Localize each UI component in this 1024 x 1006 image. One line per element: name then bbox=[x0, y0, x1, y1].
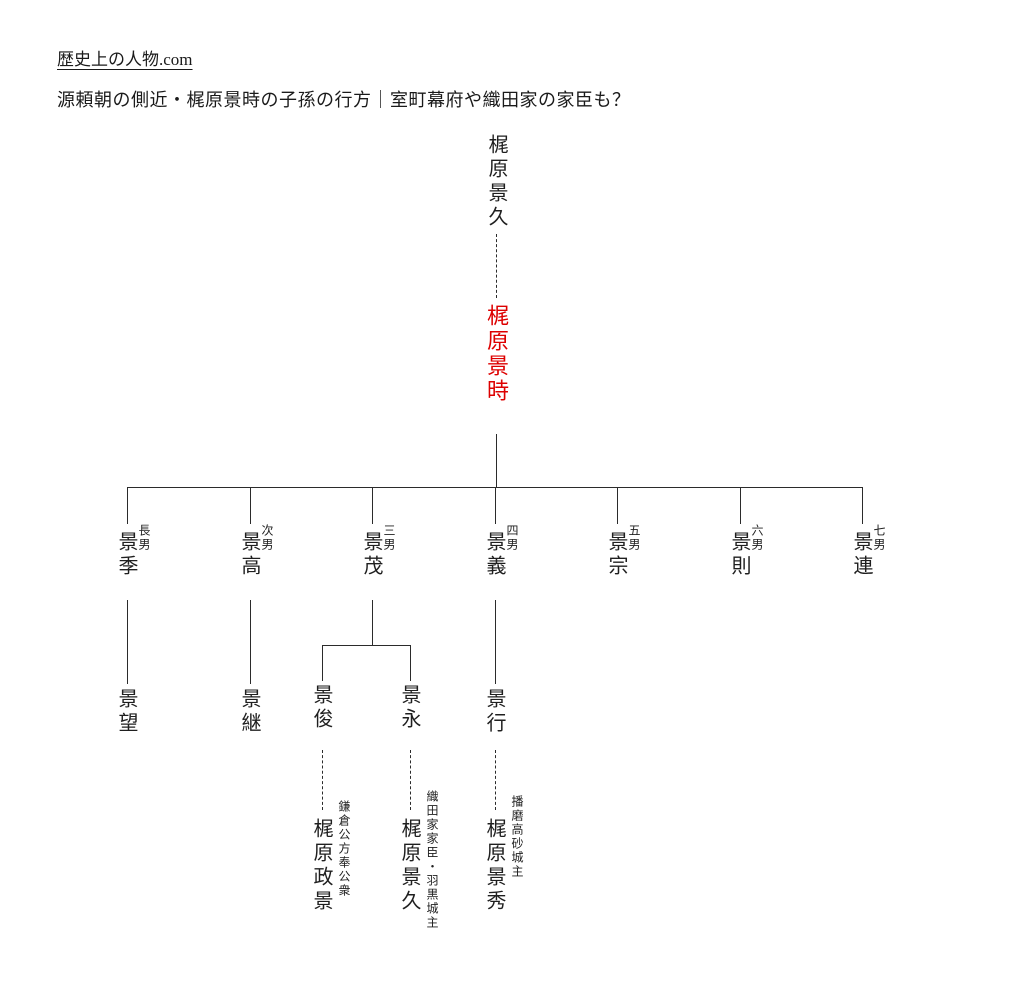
connector-dashed-ancestor bbox=[496, 234, 497, 298]
node-son4: 景義 bbox=[483, 531, 505, 579]
son6-order-label: 六男 bbox=[750, 524, 764, 552]
connector-stub-son3 bbox=[372, 487, 373, 524]
connector-stub-son1 bbox=[127, 487, 128, 524]
node-grandson-kageyuki: 景行 bbox=[483, 688, 505, 736]
node-grandson-kagetoshi: 景俊 bbox=[310, 684, 332, 732]
son2-order-label: 次男 bbox=[260, 524, 274, 552]
node-son5: 景宗 bbox=[605, 531, 627, 579]
son5-order-label: 五男 bbox=[627, 524, 641, 552]
node-ancestor: 梶原景久 bbox=[485, 134, 507, 230]
connector-stub-son6 bbox=[740, 487, 741, 524]
node-son1: 景季 bbox=[115, 531, 137, 579]
node-grandson-kagenaga: 景永 bbox=[398, 684, 420, 732]
son4-order-label: 四男 bbox=[505, 524, 519, 552]
node-son3: 景茂 bbox=[360, 531, 382, 579]
connector-son3-down bbox=[372, 600, 373, 645]
descendant-masakage-note: 鎌倉公方奉公衆 bbox=[337, 800, 351, 898]
node-son7: 景連 bbox=[850, 531, 872, 579]
node-son6: 景則 bbox=[728, 531, 750, 579]
connector-son3-branch bbox=[322, 645, 410, 646]
descendant-kagehisa-note: 織田家家臣・羽黒城主 bbox=[425, 790, 439, 930]
node-descendant-kagehide: 梶原景秀 bbox=[483, 818, 505, 914]
node-grandson-kagemochi: 景望 bbox=[115, 688, 137, 736]
connector-stub-kagenaga bbox=[410, 645, 411, 681]
node-main-person: 梶原景時 bbox=[484, 304, 509, 404]
connector-son1-child bbox=[127, 600, 128, 684]
connector-dashed-kageyuki-desc bbox=[495, 750, 496, 810]
site-title-link[interactable]: 歴史上の人物.com bbox=[57, 50, 193, 69]
son1-order-label: 長男 bbox=[137, 524, 151, 552]
connector-trunk bbox=[496, 434, 497, 487]
node-descendant-kagehisa: 梶原景久 bbox=[398, 818, 420, 914]
connector-son4-child bbox=[495, 600, 496, 684]
connector-stub-son7 bbox=[862, 487, 863, 524]
connector-siblings bbox=[127, 487, 862, 488]
connector-dashed-kagenaga-desc bbox=[410, 750, 411, 810]
node-grandson-kagetsugu: 景継 bbox=[238, 688, 260, 736]
connector-stub-son5 bbox=[617, 487, 618, 524]
son7-order-label: 七男 bbox=[872, 524, 886, 552]
descendant-kagehide-note: 播磨高砂城主 bbox=[510, 795, 524, 879]
node-son2: 景高 bbox=[238, 531, 260, 579]
node-descendant-masakage: 梶原政景 bbox=[310, 818, 332, 914]
connector-stub-son2 bbox=[250, 487, 251, 524]
son3-order-label: 三男 bbox=[382, 524, 396, 552]
page-title: 源頼朝の側近・梶原景時の子孫の行方｜室町幕府や織田家の家臣も？ bbox=[57, 90, 631, 110]
connector-stub-kagetoshi bbox=[322, 645, 323, 681]
connector-dashed-kagetoshi-desc bbox=[322, 750, 323, 810]
connector-stub-son4 bbox=[495, 487, 496, 524]
connector-son2-child bbox=[250, 600, 251, 684]
